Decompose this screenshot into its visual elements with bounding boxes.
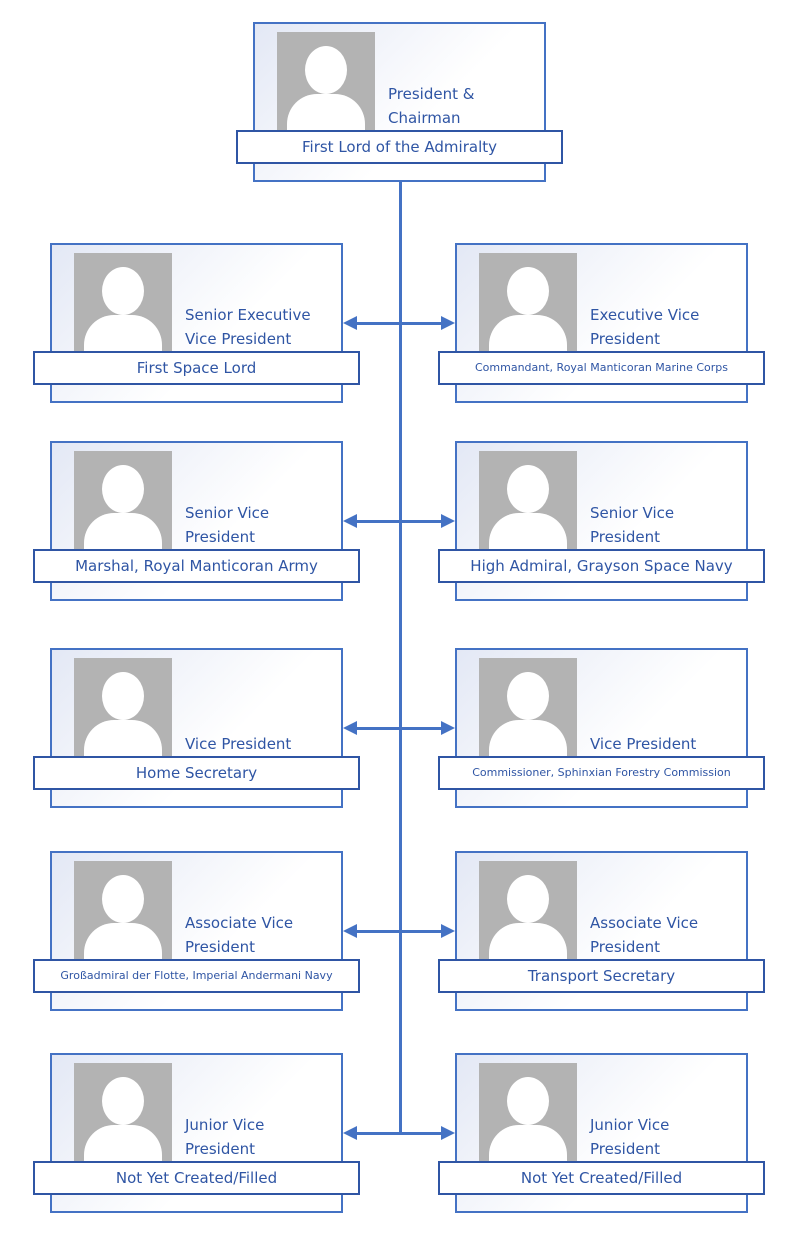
arrow-left-icon xyxy=(343,316,357,330)
name-banner: High Admiral, Grayson Space Navy xyxy=(438,549,765,583)
arrow-left-icon xyxy=(343,1126,357,1140)
arrow-left-icon xyxy=(343,924,357,938)
position-title: Junior Vice President xyxy=(590,1116,670,1158)
person-placeholder-icon xyxy=(479,1063,577,1161)
position-title: President & Chairman xyxy=(388,85,475,127)
connector-branch xyxy=(350,1132,450,1135)
arrow-right-icon xyxy=(441,721,455,735)
person-placeholder-icon xyxy=(74,1063,172,1161)
arrow-right-icon xyxy=(441,514,455,528)
connector-trunk xyxy=(399,182,402,1134)
arrow-right-icon xyxy=(441,924,455,938)
name-banner: Marshal, Royal Manticoran Army xyxy=(33,549,360,583)
name-banner: Transport Secretary xyxy=(438,959,765,993)
person-placeholder-icon xyxy=(479,658,577,756)
person-placeholder-icon xyxy=(479,253,577,351)
name-banner: Commandant, Royal Manticoran Marine Corp… xyxy=(438,351,765,385)
name-banner: Großadmiral der Flotte, Imperial Anderma… xyxy=(33,959,360,993)
name-banner: First Space Lord xyxy=(33,351,360,385)
name-banner: Not Yet Created/Filled xyxy=(33,1161,360,1195)
arrow-right-icon xyxy=(441,1126,455,1140)
name-banner: Home Secretary xyxy=(33,756,360,790)
position-title: Vice President xyxy=(185,735,292,753)
name-banner: First Lord of the Admiralty xyxy=(236,130,563,164)
person-placeholder-icon xyxy=(74,861,172,959)
org-card-right[interactable]: Associate Vice President xyxy=(455,851,748,1011)
position-title: Senior Vice President xyxy=(185,504,270,546)
position-title: Senior Vice President xyxy=(590,504,675,546)
arrow-right-icon xyxy=(441,316,455,330)
position-title: Junior Vice President xyxy=(185,1116,265,1158)
connector-branch xyxy=(350,520,450,523)
person-placeholder-icon xyxy=(277,32,375,130)
person-placeholder-icon xyxy=(479,451,577,549)
connector-branch xyxy=(350,322,450,325)
position-title: Senior Executive Vice President xyxy=(185,306,311,348)
position-title: Executive Vice President xyxy=(590,306,700,348)
connector-branch xyxy=(350,930,450,933)
position-title: Vice President xyxy=(590,735,697,753)
connector-branch xyxy=(350,727,450,730)
person-placeholder-icon xyxy=(74,451,172,549)
arrow-left-icon xyxy=(343,514,357,528)
name-banner: Not Yet Created/Filled xyxy=(438,1161,765,1195)
position-title: Associate Vice President xyxy=(185,914,294,956)
name-banner: Commissioner, Sphinxian Forestry Commiss… xyxy=(438,756,765,790)
arrow-left-icon xyxy=(343,721,357,735)
person-placeholder-icon xyxy=(74,658,172,756)
person-placeholder-icon xyxy=(479,861,577,959)
position-title: Associate Vice President xyxy=(590,914,699,956)
person-placeholder-icon xyxy=(74,253,172,351)
